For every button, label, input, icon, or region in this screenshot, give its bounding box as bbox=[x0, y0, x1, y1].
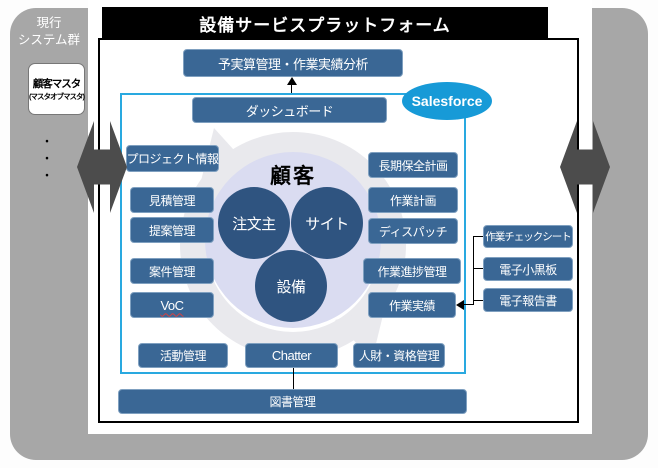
equipment-circle: 設備 bbox=[255, 250, 327, 322]
bracket-vertical-line bbox=[473, 236, 474, 305]
dashboard-box: ダッシュボード bbox=[192, 97, 387, 123]
chatter-connector-line bbox=[293, 368, 294, 389]
activity-management-box: 活動管理 bbox=[138, 343, 228, 368]
customer-master-box: 顧客マスタ (マスタオブマスタ) bbox=[28, 63, 85, 115]
proposal-management-box: 提案管理 bbox=[130, 217, 214, 243]
salesforce-badge: Salesforce bbox=[402, 82, 492, 120]
current-systems-label: 現行 システム群 bbox=[10, 15, 88, 49]
left-arrow-icon bbox=[456, 300, 464, 310]
bracket-stub-2 bbox=[473, 268, 483, 269]
hr-qualification-management-box: 人財・資格管理 bbox=[353, 343, 445, 368]
dispatch-box: ディスパッチ bbox=[368, 218, 458, 244]
current-systems-line1: 現行 bbox=[36, 16, 62, 30]
chatter-box: Chatter bbox=[245, 343, 338, 368]
site-circle: サイト bbox=[291, 187, 363, 259]
customer-master-title: 顧客マスタ bbox=[32, 78, 81, 90]
bracket-stub-3 bbox=[473, 300, 483, 301]
electronic-blackboard-box: 電子小黒板 bbox=[483, 257, 573, 281]
document-management-bar: 図書管理 bbox=[118, 389, 467, 414]
current-systems-line2: システム群 bbox=[17, 32, 81, 47]
customer-label: 顧客 bbox=[270, 165, 316, 188]
work-plan-box: 作業計画 bbox=[368, 187, 458, 213]
work-checksheet-box: 作業チェックシート bbox=[483, 225, 573, 248]
up-arrow-icon bbox=[287, 77, 297, 85]
estimate-management-box: 見積管理 bbox=[130, 187, 214, 213]
budget-actual-analysis-box: 予実算管理・作業実績分析 bbox=[183, 49, 403, 77]
bracket-stub-1 bbox=[473, 236, 483, 237]
long-term-maintenance-plan-box: 長期保全計画 bbox=[368, 152, 458, 178]
work-progress-management-box: 作業進捗管理 bbox=[363, 258, 461, 284]
platform-title-bar: 設備サービスプラットフォーム bbox=[102, 7, 548, 40]
orderer-circle: 注文主 bbox=[218, 187, 290, 259]
ellipsis-dots: ・ ・ ・ bbox=[42, 137, 52, 182]
electronic-report-box: 電子報告書 bbox=[483, 288, 573, 312]
customer-master-subtitle: (マスタオブマスタ) bbox=[29, 92, 85, 101]
voc-box: VoC bbox=[130, 292, 214, 318]
bracket-arrow-line bbox=[463, 304, 474, 305]
work-results-box: 作業実績 bbox=[368, 292, 456, 318]
project-info-box: プロジェクト情報 bbox=[126, 145, 219, 172]
analysis-connector-line bbox=[291, 81, 292, 93]
deal-management-box: 案件管理 bbox=[130, 258, 214, 284]
platform-title: 設備サービスプラットフォーム bbox=[199, 16, 451, 35]
